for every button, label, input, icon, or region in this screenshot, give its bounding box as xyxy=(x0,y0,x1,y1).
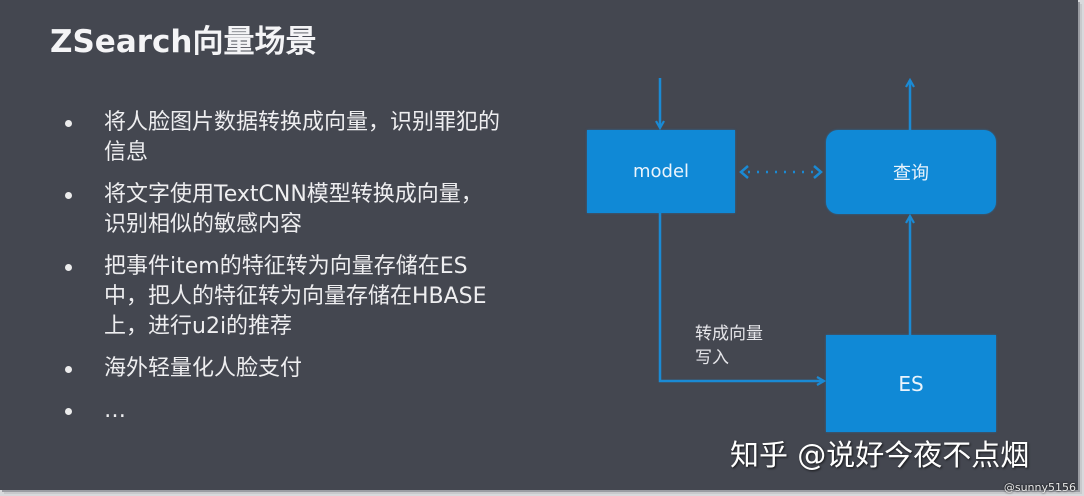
bullet-list: 将人脸图片数据转换成向量，识别罪犯的信息 将文字使用TextCNN模型转换成向量… xyxy=(60,108,500,438)
bullet-item: 海外轻量化人脸支付 xyxy=(60,354,500,384)
bullet-item: 把事件item的特征转为向量存储在ES中，把人的特征转为向量存储在HBASE上，… xyxy=(60,252,500,342)
node-query: 查询 xyxy=(826,130,996,214)
node-es: ES xyxy=(826,335,996,432)
bullet-item: 将人脸图片数据转换成向量，识别罪犯的信息 xyxy=(60,108,500,168)
zhihu-watermark: 知乎 @说好今夜不点烟 xyxy=(730,438,1030,472)
bullet-dot-icon xyxy=(65,192,72,199)
bullet-dot-icon xyxy=(65,366,72,373)
arrowhead-right-icon xyxy=(813,165,823,179)
bullet-item: 将文字使用TextCNN模型转换成向量，识别相似的敏感内容 xyxy=(60,180,500,240)
arrowhead-left-icon xyxy=(739,165,749,179)
node-model: model xyxy=(587,130,735,213)
edge-label-convert-write: 转成向量 写入 xyxy=(695,324,763,368)
bullet-dot-icon xyxy=(65,408,72,415)
credit-watermark: @sunny5156 xyxy=(1003,481,1076,494)
slide-title: ZSearch向量场景 xyxy=(50,24,317,60)
bullet-item: … xyxy=(60,396,500,426)
bullet-dot-icon xyxy=(65,264,72,271)
bullet-dot-icon xyxy=(65,120,72,127)
